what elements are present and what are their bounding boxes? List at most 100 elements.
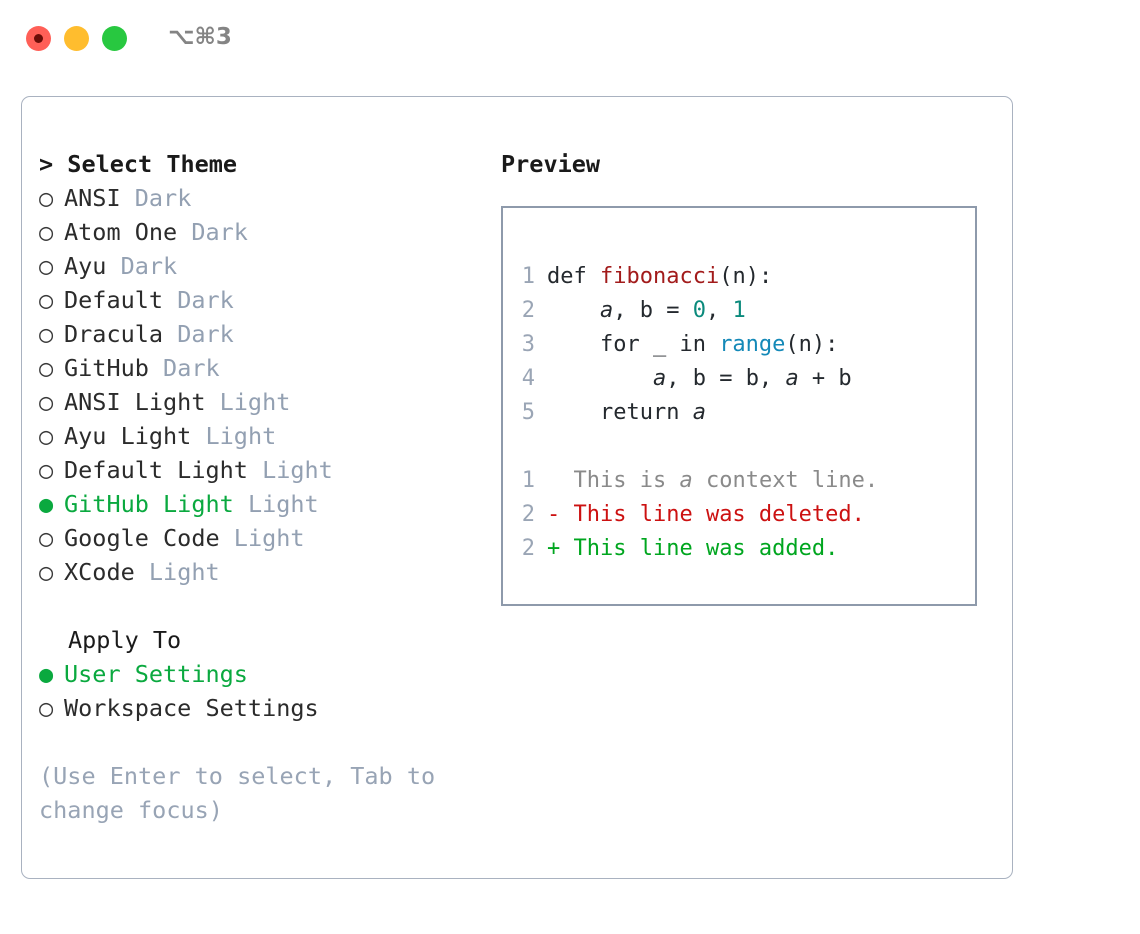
code-line: 4 a, b = b, a + b: [503, 362, 975, 396]
theme-option-variant: Light: [233, 524, 305, 552]
code-token-code: for _ in: [547, 332, 720, 357]
code-line-content: def fibonacci(n):: [547, 260, 772, 294]
theme-option-list: ○ANSI Dark○Atom One Dark○Ayu Dark○Defaul…: [39, 181, 489, 589]
diff-line-rest: context line.: [692, 468, 879, 493]
apply-to-option-workspace-settings[interactable]: ○ Workspace Settings: [39, 691, 489, 725]
theme-option-default-light[interactable]: ○Default Light Light: [39, 453, 489, 487]
code-token-var: a: [652, 366, 667, 391]
maximize-button-icon[interactable]: [102, 26, 127, 51]
label-gap: [191, 419, 205, 453]
theme-option-variant: Light: [262, 456, 333, 484]
code-token-fn: fibonacci: [599, 264, 720, 289]
diff-line-number: 2: [521, 536, 535, 561]
theme-option-label: ANSI: [64, 184, 121, 212]
label-gap: [149, 351, 163, 385]
apply-to-option-user-settings[interactable]: ●User Settings: [39, 657, 489, 691]
diff-line-variable: a: [679, 468, 693, 493]
code-token-code: ,: [705, 298, 733, 323]
theme-option-variant: Light: [148, 558, 220, 586]
theme-option-atom-one[interactable]: ○Atom One Dark: [39, 215, 489, 249]
apply-to-header: Apply To: [68, 626, 182, 654]
label-gap: [205, 385, 219, 419]
close-button-icon[interactable]: [26, 26, 51, 51]
radio-unselected-icon: ○: [39, 524, 54, 552]
code-token-code: [547, 298, 600, 323]
theme-option-default[interactable]: ○Default Dark: [39, 283, 489, 317]
code-token-call: range: [719, 332, 786, 357]
code-token-var: a: [599, 298, 614, 323]
radio-unselected-icon: ○: [39, 320, 54, 348]
code-line-number: 4: [521, 366, 535, 391]
theme-option-github-light[interactable]: ●GitHub Light Light: [39, 487, 489, 521]
radio-unselected-icon: ○: [39, 694, 54, 722]
theme-option-google-code[interactable]: ○Google Code Light: [39, 521, 489, 555]
theme-option-variant: Dark: [163, 354, 220, 382]
theme-option-variant: Dark: [120, 252, 178, 280]
radio-selected-icon: ●: [39, 660, 54, 688]
theme-option-variant: Dark: [177, 286, 234, 314]
code-line-number: 2: [521, 298, 535, 323]
keyboard-shortcut-label: ⌥⌘3: [168, 24, 232, 50]
code-token-code: , b =: [613, 298, 693, 323]
theme-option-ayu-light[interactable]: ○ Ayu Light Light: [39, 419, 489, 453]
select-theme-header: > Select Theme: [39, 150, 238, 178]
minimize-button-icon[interactable]: [64, 26, 89, 51]
code-token-num: 1: [732, 298, 746, 323]
diff-line-del: 2- This line was deleted.: [503, 498, 975, 532]
radio-selected-icon: ●: [39, 490, 54, 518]
code-token-num: 0: [692, 298, 706, 323]
diff-line-ctx: 1 This is a context line.: [503, 464, 975, 498]
code-line-number: 5: [521, 400, 535, 425]
code-token-code: return: [547, 400, 693, 425]
theme-option-ansi-light[interactable]: ○ANSI Light Light: [39, 385, 489, 419]
apply-to-option-list: ●User Settings ○ Workspace Settings: [39, 657, 489, 725]
radio-unselected-icon: ○: [39, 422, 54, 450]
theme-option-label: ANSI Light: [64, 388, 206, 416]
apply-to-option-label: Workspace Settings: [64, 694, 319, 722]
code-token-code: (n):: [785, 332, 839, 357]
theme-option-variant: Dark: [177, 320, 234, 348]
label-gap: [106, 249, 120, 283]
code-token-code: (n):: [719, 264, 773, 289]
theme-option-label: GitHub Light: [64, 490, 234, 518]
keyboard-hint-text: (Use Enter to select, Tab to change focu…: [39, 762, 450, 824]
theme-option-github[interactable]: ○GitHub Dark: [39, 351, 489, 385]
code-token-code: , b = b,: [666, 366, 786, 391]
diff-line-add: 2+ This line was added.: [503, 532, 975, 566]
code-line: 2 a, b = 0, 1: [503, 294, 975, 328]
theme-option-dracula[interactable]: ○Dracula Dark: [39, 317, 489, 351]
theme-option-variant: Light: [205, 422, 277, 450]
code-token-code: def: [547, 264, 600, 289]
title-bar: ⌥⌘3: [0, 0, 1140, 78]
label-gap: [163, 283, 177, 317]
theme-option-ansi[interactable]: ○ANSI Dark: [39, 181, 489, 215]
theme-option-label: Ayu: [64, 252, 107, 280]
code-line-content: return a: [547, 396, 706, 430]
code-line: 3 for _ in range(n):: [503, 328, 975, 362]
code-line-number: 1: [521, 264, 535, 289]
theme-option-label: Ayu Light: [64, 422, 192, 450]
theme-option-variant: Dark: [191, 218, 248, 246]
code-token-code: + b: [798, 366, 852, 391]
code-line-content: for _ in range(n):: [547, 328, 838, 362]
diff-marker: [547, 464, 560, 498]
theme-option-label: Default: [64, 286, 164, 314]
code-line: 5 return a: [503, 396, 975, 430]
radio-unselected-icon: ○: [39, 456, 54, 484]
diff-marker: +: [547, 536, 561, 561]
theme-option-xcode[interactable]: ○ XCode Light: [39, 555, 489, 589]
theme-option-variant: Light: [219, 388, 291, 416]
diff-line-number: 1: [521, 468, 535, 493]
section-spacer: [39, 589, 489, 623]
radio-unselected-icon: ○: [39, 354, 54, 382]
theme-option-label: XCode: [64, 558, 135, 586]
theme-option-ayu[interactable]: ○ Ayu Dark: [39, 249, 489, 283]
code-line-content: a, b = b, a + b: [547, 362, 852, 396]
radio-unselected-icon: ○: [39, 252, 54, 280]
radio-unselected-icon: ○: [39, 558, 54, 586]
diff-marker: -: [547, 502, 561, 527]
